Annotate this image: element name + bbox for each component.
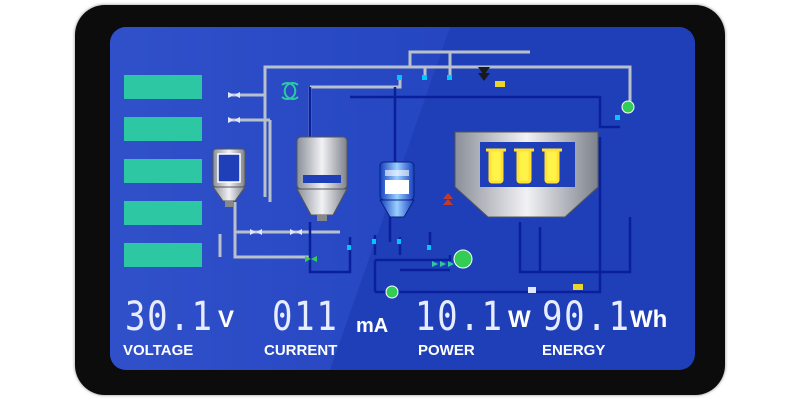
arrow-down-icon [478,67,490,81]
current-value: 011 [272,294,339,340]
voltage-label: VOLTAGE [123,342,194,359]
valve-icon-green [305,256,317,262]
voltage-value: 30.1 [125,294,214,340]
marker-icon [495,81,583,293]
energy-value: 90.1 [542,294,631,340]
lcd-screen: 30.1 V VOLTAGE 011 mA CURRENT 10.1 W POW… [110,27,695,370]
valve-icon [228,92,302,235]
level-bar-5 [124,243,202,267]
level-bar-2 [124,117,202,141]
recycle-icon [281,82,299,100]
current-label: CURRENT [264,342,338,359]
energy-label: ENERGY [542,342,606,359]
level-bar-3 [124,159,202,183]
power-unit: W [508,306,531,333]
energy-unit: Wh [630,306,668,333]
voltage-unit: V [218,306,235,333]
tank-blue [379,161,415,218]
power-label: POWER [418,342,475,359]
pump-icon [385,100,635,299]
tank-small [212,148,246,207]
power-value: 10.1 [415,294,504,340]
arrow-up-icon [443,193,453,205]
tank-medium [296,136,348,221]
level-bar-4 [124,201,202,225]
level-bar-1 [124,75,202,99]
blue-pipes [308,87,632,294]
process-schematic [212,50,635,299]
current-unit: mA [356,315,389,337]
arrow-flow-icon [432,261,454,267]
tank-large [454,131,599,218]
sensor-icon [347,75,620,250]
screen-glare [110,27,450,370]
